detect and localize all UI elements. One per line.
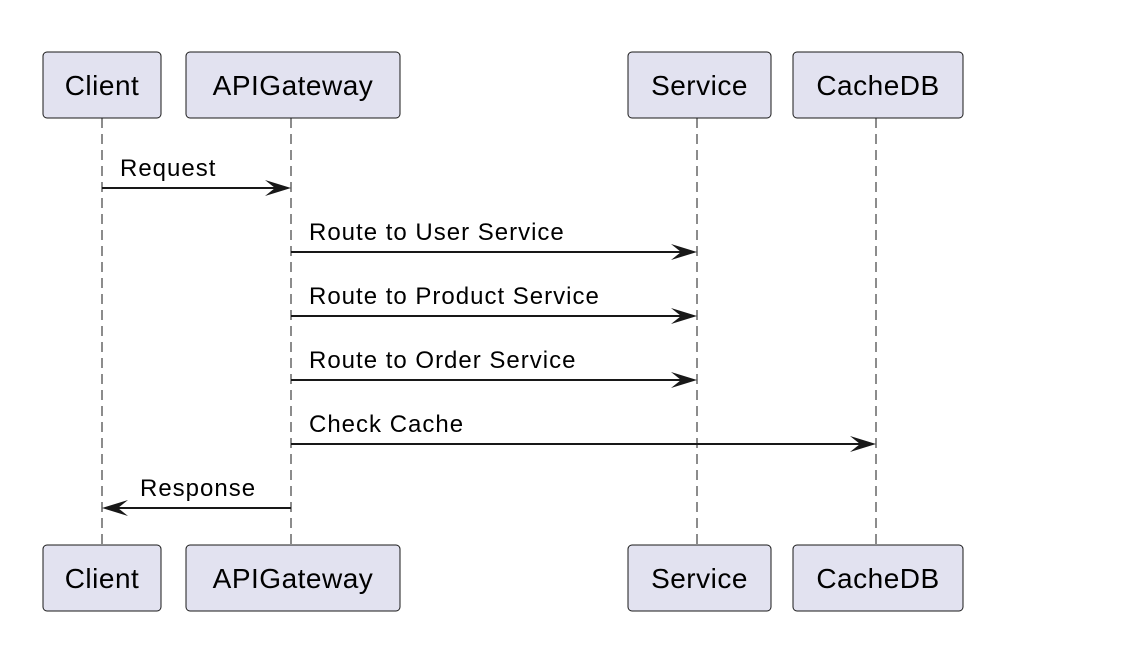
participant-service-bottom: Service — [627, 544, 772, 612]
participant-label: CacheDB — [816, 70, 939, 101]
message-1: Request — [102, 155, 291, 196]
participant-label: Service — [651, 563, 748, 594]
participant-label: Client — [65, 563, 140, 594]
message-arrow-head-icon — [102, 500, 128, 516]
message-6: Response — [102, 475, 291, 516]
participant-box — [792, 51, 964, 119]
message-arrow-head-icon — [850, 436, 876, 452]
message-arrow-head-icon — [671, 372, 697, 388]
message-label: Response — [140, 475, 256, 502]
participant-box — [627, 51, 772, 119]
participant-label: APIGateway — [213, 70, 374, 101]
participant-label: CacheDB — [816, 563, 939, 594]
participant-cachedb-bottom: CacheDB — [792, 544, 964, 612]
participant-label: APIGateway — [213, 563, 374, 594]
participant-service-top: Service — [627, 51, 772, 119]
participant-client-bottom: Client — [42, 544, 162, 612]
participant-label: Service — [651, 70, 748, 101]
message-label: Route to Product Service — [309, 283, 600, 310]
message-2: Route to User Service — [291, 219, 697, 260]
participant-label: Client — [65, 70, 140, 101]
message-5: Check Cache — [291, 411, 876, 452]
participants-top: Client APIGateway Service CacheDB — [42, 51, 964, 119]
message-4: Route to Order Service — [291, 347, 697, 388]
participant-box — [792, 544, 964, 612]
participants-bottom: Client APIGateway Service CacheDB — [42, 544, 964, 612]
message-3: Route to Product Service — [291, 283, 697, 324]
message-arrow-head-icon — [265, 180, 291, 196]
message-arrow-head-icon — [671, 244, 697, 260]
message-label: Route to Order Service — [309, 347, 576, 374]
participant-client-top: Client — [42, 51, 162, 119]
participant-cachedb-top: CacheDB — [792, 51, 964, 119]
participant-box — [627, 544, 772, 612]
message-label: Route to User Service — [309, 219, 565, 246]
participant-apigateway-bottom: APIGateway — [185, 544, 401, 612]
participant-box — [185, 51, 401, 119]
participant-box — [42, 544, 162, 612]
message-label: Request — [120, 155, 216, 182]
participant-apigateway-top: APIGateway — [185, 51, 401, 119]
participant-box — [185, 544, 401, 612]
participant-box — [42, 51, 162, 119]
message-label: Check Cache — [309, 411, 464, 438]
lifelines — [101, 118, 877, 545]
message-arrow-head-icon — [671, 308, 697, 324]
